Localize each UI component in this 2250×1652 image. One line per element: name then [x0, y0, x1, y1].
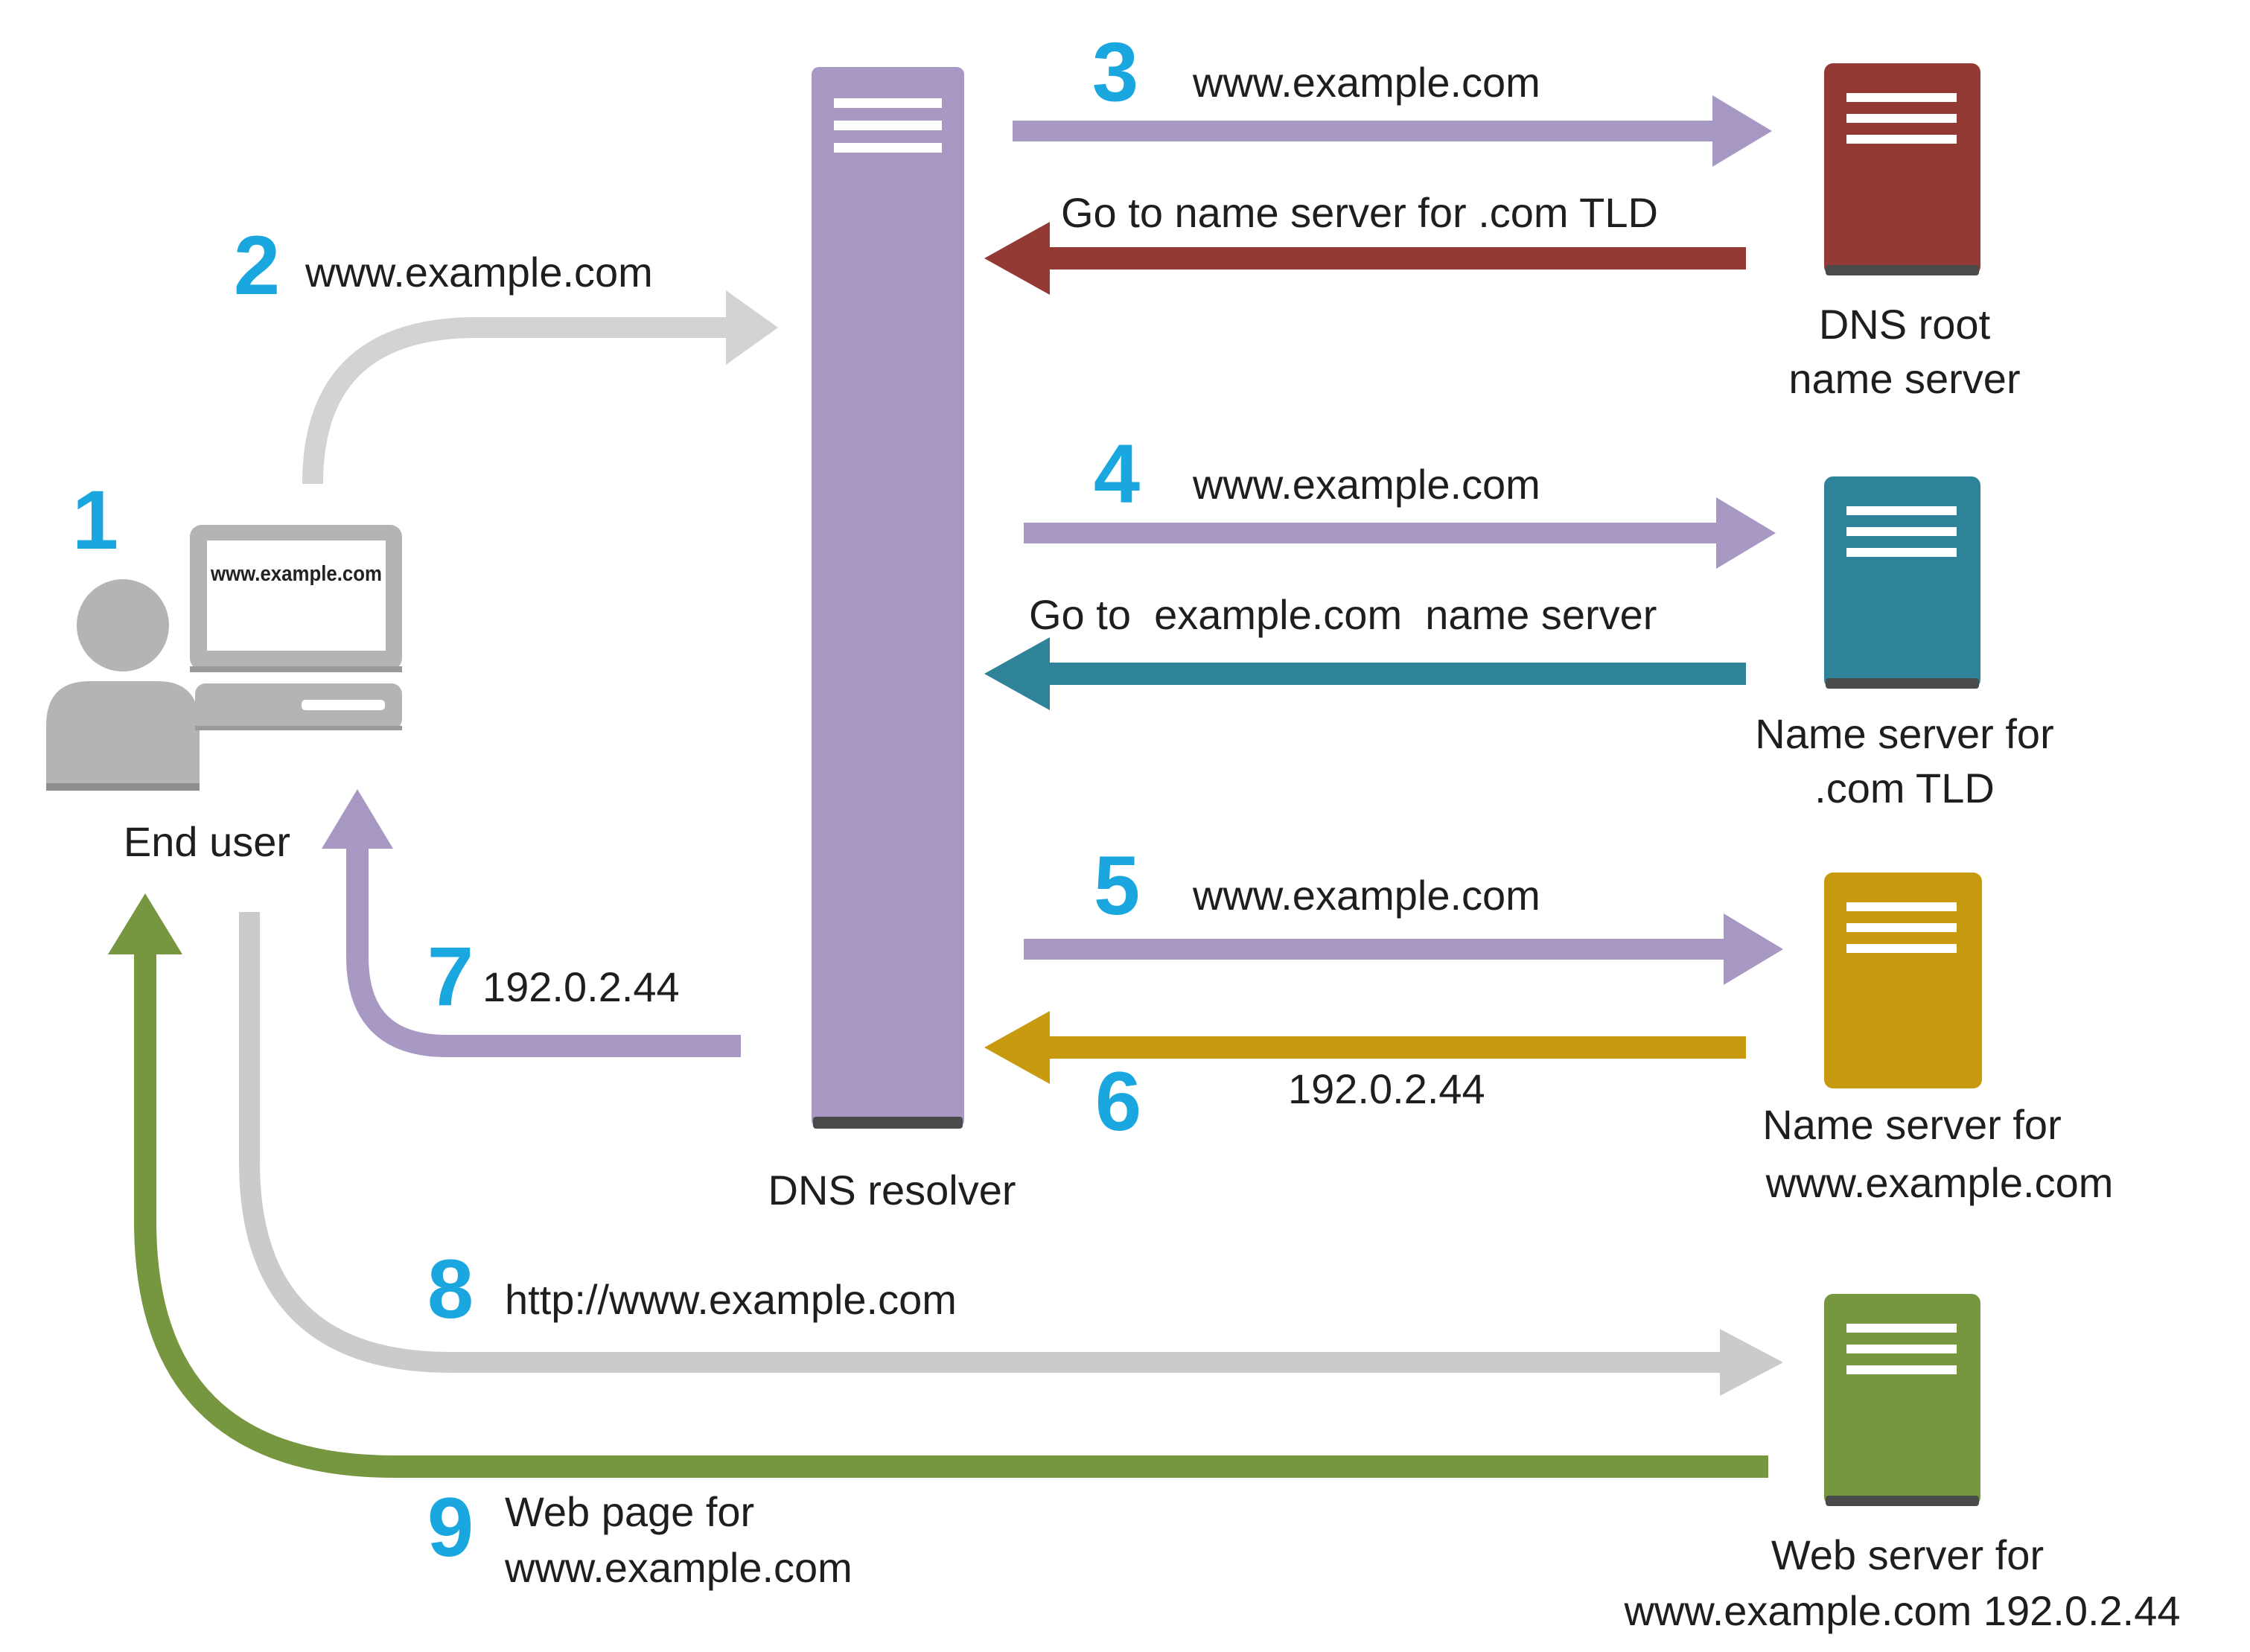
authoritative-server-label-line1: Name server for [1762, 1101, 2061, 1148]
computer-icon [190, 525, 402, 730]
step-3-label: www.example.com [1192, 59, 1540, 106]
step-number-6: 6 [1095, 1055, 1141, 1148]
step-8-label: http://www.example.com [505, 1276, 957, 1323]
tld-server-label-line2: .com TLD [1814, 765, 1995, 811]
step-4-reply-label: Go to example.com name server [1029, 591, 1657, 638]
step-number-9: 9 [427, 1481, 474, 1574]
root-server-label-line1: DNS root [1819, 301, 1991, 348]
arrow-step-6 [984, 1011, 1746, 1084]
step-number-3: 3 [1092, 25, 1138, 118]
dns-root-server [1824, 63, 1980, 275]
dns-resolver-server [812, 67, 964, 1129]
step-number-5: 5 [1094, 839, 1140, 932]
server-icon [834, 98, 942, 153]
server-icon [1846, 506, 1957, 557]
arrow-step-5 [1024, 913, 1783, 985]
arrow-step-3-reply [984, 222, 1746, 295]
dns-resolver-label: DNS resolver [768, 1167, 1016, 1214]
step-6-label: 192.0.2.44 [1288, 1065, 1485, 1112]
step-7-label: 192.0.2.44 [482, 963, 680, 1010]
server-icon [1846, 902, 1957, 953]
step-9-label-line2: www.example.com [504, 1544, 852, 1591]
step-2-label: www.example.com [305, 249, 653, 296]
authoritative-server-label-line2: www.example.com [1765, 1159, 2114, 1206]
web-server [1824, 1294, 1980, 1506]
server-icon [1846, 1324, 1957, 1374]
step-3-reply-label: Go to name server for .com TLD [1061, 189, 1658, 236]
step-number-7: 7 [427, 930, 474, 1023]
arrow-step-7 [322, 789, 741, 1057]
root-server-label-line2: name server [1788, 355, 2020, 402]
computer-screen-text: www.example.com [210, 562, 382, 586]
server-icon [1846, 93, 1957, 144]
web-server-label-line1: Web server for [1771, 1531, 2044, 1578]
step-5-label: www.example.com [1192, 872, 1540, 919]
arrow-step-4-reply [984, 637, 1746, 710]
step-number-8: 8 [427, 1243, 474, 1336]
arrow-step-2 [302, 290, 778, 485]
person-icon [46, 579, 200, 791]
tld-server-label-line1: Name server for [1755, 710, 2053, 757]
end-user-label: End user [124, 818, 290, 865]
arrow-step-4 [1024, 497, 1776, 569]
step-number-2: 2 [234, 219, 280, 312]
step-number-1: 1 [72, 473, 118, 567]
step-4-label: www.example.com [1192, 461, 1540, 508]
tld-name-server [1824, 476, 1980, 689]
arrow-step-8 [239, 912, 1783, 1396]
step-number-4: 4 [1094, 427, 1140, 520]
step-9-label-line1: Web page for [505, 1488, 754, 1535]
web-server-label-line2: www.example.com 192.0.2.44 [1623, 1587, 2180, 1634]
arrow-step-3 [1013, 95, 1772, 167]
arrow-step-9 [108, 893, 1768, 1478]
authoritative-name-server [1824, 873, 1982, 1088]
